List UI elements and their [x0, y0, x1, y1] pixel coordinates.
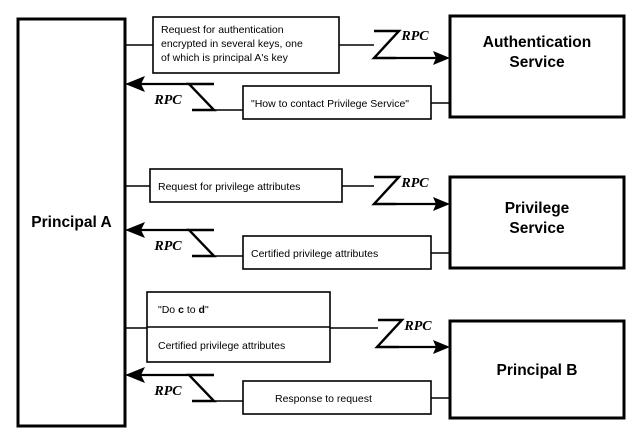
- flow3-message-box: [149, 168, 343, 203]
- flow-response-to-request[interactable]: Response to request RPC: [125, 367, 450, 415]
- authentication-service-label-line1: Authentication: [483, 34, 592, 51]
- authentication-service-box: [448, 14, 626, 119]
- principal-b-box: [448, 319, 626, 420]
- flow4-rpc-label: RPC: [153, 239, 182, 254]
- flow5-prefix: "Do: [158, 304, 178, 316]
- authentication-service-label-line2: Service: [509, 54, 565, 71]
- flow5-suffix: ": [205, 304, 209, 316]
- flow2-arrow-head-icon: [125, 76, 145, 92]
- flow-certified-privilege-attributes-return[interactable]: Certified privilege attributes RPC: [125, 222, 450, 270]
- flow1-message-line1: Request for authentication: [161, 24, 284, 36]
- flow-request-privilege-attributes[interactable]: Request for privilege attributes RPC: [125, 168, 450, 211]
- flow-do-c-to-d-request[interactable]: "Do c to d" Certified privilege attribut…: [125, 291, 450, 363]
- flow6-rpc-label: RPC: [153, 384, 182, 399]
- flow4-message-box: [242, 235, 432, 270]
- privilege-service-label-line2: Service: [509, 220, 565, 237]
- flow1-rpc-label: RPC: [400, 29, 429, 44]
- flow5-rpc-label: RPC: [403, 319, 432, 334]
- flow3-arrow-head-icon: [433, 197, 450, 211]
- flow5-object-d: d: [199, 304, 205, 316]
- node-authentication-service[interactable]: Authentication Service: [448, 14, 626, 119]
- flow4-arrow-head-icon: [125, 222, 145, 238]
- flow1-rpc-zigzag-icon: [371, 29, 402, 60]
- node-principal-b[interactable]: Principal B: [448, 319, 626, 420]
- flow1-arrow-head-icon: [433, 51, 450, 65]
- flow5-arrow-head-icon: [433, 340, 450, 354]
- flow6-rpc-zigzag-icon: [186, 373, 217, 403]
- principal-b-label: Principal B: [497, 362, 578, 379]
- flow6-arrow-head-icon: [125, 367, 145, 383]
- flow3-rpc-zigzag-icon: [371, 175, 402, 206]
- flow4-message-text: Certified privilege attributes: [251, 248, 378, 260]
- flow-how-to-contact-privilege-service[interactable]: "How to contact Privilege Service" RPC: [125, 76, 450, 120]
- privilege-service-box: [448, 175, 626, 270]
- flow1-message-line2: encrypted in several keys, one: [161, 38, 303, 50]
- flow3-rpc-label: RPC: [400, 176, 429, 191]
- flow2-rpc-zigzag-icon: [186, 82, 217, 112]
- flow4-rpc-zigzag-icon: [186, 228, 217, 258]
- flow2-rpc-label: RPC: [153, 93, 182, 108]
- principal-a-label: Principal A: [31, 214, 111, 231]
- flow6-message-box: [242, 380, 432, 415]
- flow5-rpc-zigzag-icon: [374, 318, 405, 349]
- flow-request-authentication[interactable]: Request for authentication encrypted in …: [125, 16, 450, 74]
- flow2-message-text: "How to contact Privilege Service": [251, 98, 409, 110]
- flow3-message-text: Request for privilege attributes: [158, 181, 300, 193]
- flow6-message-text: Response to request: [275, 393, 372, 405]
- flow1-message-line3: of which is principal A's key: [161, 52, 289, 64]
- node-privilege-service[interactable]: Privilege Service: [448, 175, 626, 270]
- flow5-message-line1: "Do c to d": [158, 304, 209, 316]
- flow5-middle: to: [184, 304, 199, 316]
- flow5-object-c: c: [178, 304, 184, 316]
- flow5-message-line2: Certified privilege attributes: [158, 340, 285, 352]
- principal-a-box: [16, 17, 127, 428]
- node-principal-a[interactable]: Principal A: [16, 17, 127, 428]
- privilege-service-label-line1: Privilege: [505, 200, 570, 217]
- flow2-message-box: [242, 85, 432, 120]
